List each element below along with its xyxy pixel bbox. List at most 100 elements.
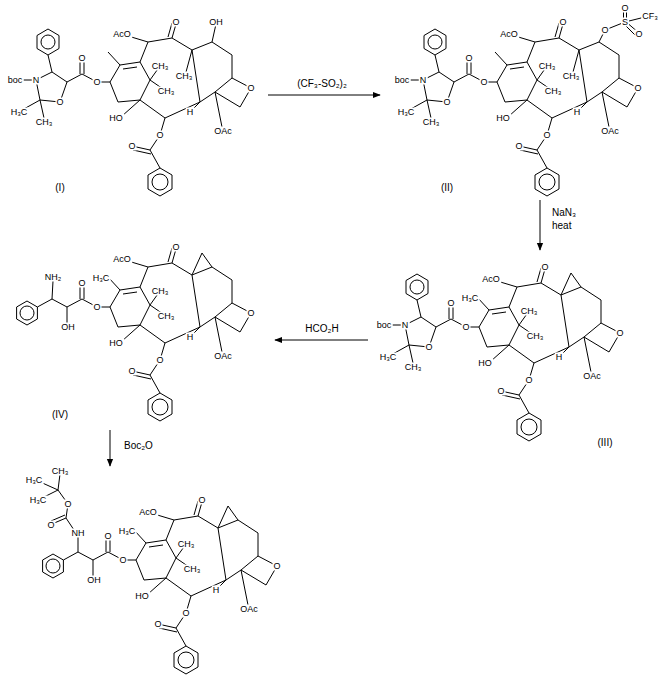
atom-label: O bbox=[615, 329, 624, 338]
compound-iii-drawing bbox=[391, 268, 620, 441]
reagent-label: HCO₂H bbox=[303, 323, 340, 336]
atom-label: N bbox=[401, 321, 410, 330]
atom-label: CH₃ bbox=[157, 312, 176, 321]
atom-label: OAc bbox=[213, 127, 233, 136]
atom-label: CH₃ bbox=[526, 332, 545, 341]
atom-label: CH₃ bbox=[183, 565, 202, 574]
compound: AcOOCH₃CH₃HOHOOOOAcOOHCH₃ONbocOH₃CCH₃(I) bbox=[0, 0, 268, 200]
compound-v-drawing bbox=[38, 474, 277, 674]
atom-label: O bbox=[153, 620, 162, 629]
atom-label: AcO bbox=[112, 30, 132, 39]
atom-label: O bbox=[181, 609, 190, 618]
compound-ii-drawing bbox=[409, 8, 649, 196]
compound: AcOOCH₃CH₃HOHOOOOAcOOSOOCF₃CH₃ONbocOH₃CC… bbox=[380, 0, 665, 200]
atom-label: O bbox=[633, 84, 642, 93]
atom-label: O bbox=[634, 30, 643, 39]
compound-i-drawing bbox=[22, 23, 251, 196]
atom-label: CH₃ bbox=[175, 72, 194, 81]
atom-label: NH bbox=[71, 529, 86, 538]
atom-label: O bbox=[55, 98, 64, 107]
compound-number: (IV) bbox=[51, 410, 69, 420]
atom-label: OAc bbox=[582, 372, 602, 381]
atom-label: H bbox=[186, 108, 195, 117]
reaction-arrow bbox=[540, 200, 541, 250]
atom-label: HO bbox=[134, 592, 150, 601]
compound: AcOOCH₃CH₃HOHOOOOAcOH₃CONbocOH₃CCH₃(III) bbox=[368, 250, 665, 460]
reaction-arrow bbox=[268, 95, 380, 96]
atom-label: O bbox=[155, 356, 164, 365]
atom-label: H₃C bbox=[25, 476, 44, 485]
reagent-label: Boc₂O bbox=[122, 440, 155, 453]
atom-label: O bbox=[46, 521, 55, 530]
atom-label: O bbox=[77, 54, 86, 63]
atom-label: O bbox=[600, 26, 609, 35]
atom-label: H bbox=[186, 333, 195, 342]
atom-label: O bbox=[514, 142, 523, 151]
reagent-label: (CF₃-SO₂)₂ bbox=[295, 78, 349, 91]
atom-label: O bbox=[103, 532, 112, 541]
atom-label: CH₃ bbox=[562, 72, 581, 81]
compound-iv-drawing bbox=[17, 248, 251, 421]
atom-label: HO bbox=[477, 359, 493, 368]
atom-label: O bbox=[127, 142, 136, 151]
atom-label: H₃C bbox=[92, 274, 111, 283]
atom-label: CH₃ bbox=[538, 62, 557, 71]
atom-label: CH₃ bbox=[151, 62, 170, 71]
atom-label: O bbox=[442, 98, 451, 107]
atom-label: HO bbox=[495, 114, 511, 123]
atom-label: O bbox=[479, 78, 488, 87]
atom-label: O bbox=[118, 556, 127, 565]
atom-label: CH₃ bbox=[51, 467, 70, 476]
atom-label: O bbox=[92, 303, 101, 312]
atom-label: O bbox=[246, 309, 255, 318]
atom-label: O bbox=[464, 54, 473, 63]
atom-label: O bbox=[496, 387, 505, 396]
atom-label: H bbox=[212, 586, 221, 595]
atom-label: O bbox=[127, 367, 136, 376]
reagent-label: NaN₃ heat bbox=[550, 207, 578, 232]
atom-label: H bbox=[555, 353, 564, 362]
atom-label: N bbox=[419, 76, 428, 85]
atom-label: HO bbox=[108, 339, 124, 348]
atom-label: O bbox=[77, 279, 86, 288]
atom-label: CH₃ bbox=[157, 87, 176, 96]
atom-label: CH₃ bbox=[544, 87, 563, 96]
atom-label: S bbox=[621, 18, 629, 27]
atom-label: OAc bbox=[239, 605, 259, 614]
compound-number: (II) bbox=[440, 183, 454, 193]
atom-label: H₃C bbox=[10, 108, 29, 117]
atom-label: O bbox=[620, 4, 629, 13]
atom-label: O bbox=[424, 343, 433, 352]
compound-number: (III) bbox=[597, 438, 614, 448]
atom-label: H₃C bbox=[29, 496, 48, 505]
atom-label: CH₃ bbox=[404, 363, 423, 372]
atom-label: OAc bbox=[600, 127, 620, 136]
atom-label: O bbox=[197, 496, 206, 505]
atom-label: CH₃ bbox=[520, 307, 539, 316]
reaction-arrow bbox=[275, 340, 368, 341]
atom-label: NH₂ bbox=[44, 273, 63, 282]
atom-label: boc bbox=[394, 76, 411, 85]
atom-label: O bbox=[446, 299, 455, 308]
atom-label: OH bbox=[86, 576, 102, 585]
atom-label: H bbox=[573, 108, 582, 117]
atom-label: O bbox=[558, 18, 567, 27]
atom-label: boc bbox=[7, 76, 24, 85]
atom-label: H₃C bbox=[461, 294, 480, 303]
atom-label: O bbox=[542, 131, 551, 140]
atom-label: O bbox=[461, 323, 470, 332]
atom-label: HO bbox=[108, 114, 124, 123]
atom-label: O bbox=[524, 376, 533, 385]
atom-label: O bbox=[92, 78, 101, 87]
atom-label: H₃C bbox=[397, 108, 416, 117]
reaction-arrow bbox=[110, 430, 111, 466]
atom-label: O bbox=[171, 18, 180, 27]
compound: AcOOCH₃CH₃HOHOOOOAcOH₃COOHNHOOCH₃H₃CH₃C bbox=[0, 466, 280, 678]
atom-label: AcO bbox=[138, 508, 158, 517]
atom-label: CH₃ bbox=[422, 118, 441, 127]
atom-label: CH₃ bbox=[177, 540, 196, 549]
atom-label: H₃C bbox=[379, 353, 398, 362]
atom-label: CH₃ bbox=[151, 287, 170, 296]
atom-label: OH bbox=[60, 323, 76, 332]
atom-label: AcO bbox=[112, 255, 132, 264]
